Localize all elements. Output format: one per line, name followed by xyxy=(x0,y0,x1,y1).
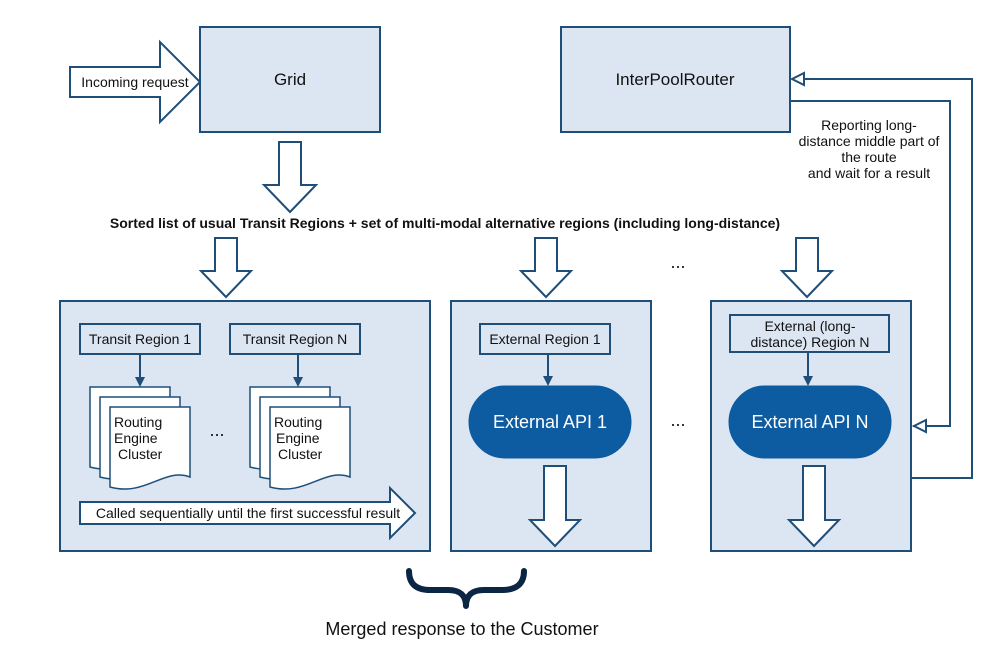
reporting-note-line-1: Reporting long- xyxy=(821,117,917,133)
incoming-request-label: Incoming request xyxy=(81,74,189,90)
router-to-external-api-n-arrowhead xyxy=(911,418,927,434)
external-group-to-router-arrowhead xyxy=(789,71,805,87)
transit-region-1-label: Transit Region 1 xyxy=(89,331,191,347)
external-region-1-label: External Region 1 xyxy=(489,331,601,347)
routing-engine-cluster-1-line-3: Cluster xyxy=(118,446,163,462)
external-region-n-line-2: distance) Region N xyxy=(750,334,869,350)
transit-region-n-box: Transit Region N xyxy=(229,323,361,355)
routing-engine-cluster-n-line-3: Cluster xyxy=(278,446,323,462)
external-api-1: External API 1 xyxy=(468,385,632,459)
merged-response-label: Merged response to the Customer xyxy=(325,619,598,639)
transit-region-1-box: Transit Region 1 xyxy=(79,323,201,355)
merge-brace xyxy=(406,568,527,609)
called-sequentially-arrow: Called sequentially until the first succ… xyxy=(79,485,417,541)
external-api-n-down-arrow xyxy=(786,465,842,548)
external-1-group-down-arrow xyxy=(518,237,574,299)
external-region-n-group: External (long- distance) Region N Exter… xyxy=(710,300,912,552)
reporting-note-line-3: the route xyxy=(841,149,896,165)
routing-engine-cluster-n-line-1: Routing xyxy=(274,414,322,430)
grid-label: Grid xyxy=(274,70,306,89)
external-region-1-group: External Region 1 External API 1 xyxy=(450,300,652,552)
external-group-to-router-connector xyxy=(792,78,973,479)
external-api-1-down-arrow xyxy=(527,465,583,548)
called-sequentially-label: Called sequentially until the first succ… xyxy=(96,505,400,521)
routing-engine-cluster-1: Routing Engine Cluster xyxy=(89,386,191,490)
sorted-list-caption: Sorted list of usual Transit Regions + s… xyxy=(110,215,780,231)
ellipsis-middle: ... xyxy=(670,410,685,430)
reporting-note-line-2: distance middle part of xyxy=(799,133,940,149)
external-n-group-down-arrow xyxy=(779,237,835,299)
ellipsis-top: ... xyxy=(670,252,685,272)
routing-engine-cluster-1-line-2: Engine xyxy=(114,430,158,446)
transit-region-n-label: Transit Region N xyxy=(243,331,348,347)
router-to-external-api-n-connector xyxy=(790,100,951,427)
interpool-router-label: InterPoolRouter xyxy=(615,70,734,89)
transit-group-down-arrow xyxy=(198,237,254,299)
grid-box: Grid xyxy=(199,26,381,133)
routing-engine-cluster-n-line-2: Engine xyxy=(276,430,320,446)
reporting-note: Reporting long- distance middle part of … xyxy=(799,117,940,181)
interpool-router-box: InterPoolRouter xyxy=(560,26,791,133)
incoming-request-arrow: Incoming request xyxy=(69,39,202,125)
external-api-n: External API N xyxy=(728,385,892,459)
external-api-1-label: External API 1 xyxy=(493,412,607,432)
external-region-1-box: External Region 1 xyxy=(479,323,611,355)
external-region-n-box: External (long- distance) Region N xyxy=(729,314,890,353)
routing-engine-cluster-1-line-1: Routing xyxy=(114,414,162,430)
routing-engine-cluster-n: Routing Engine Cluster xyxy=(249,386,351,490)
external-region-n-line-1: External (long- xyxy=(764,318,855,334)
external-api-n-label: External API N xyxy=(751,412,868,432)
transit-regions-group: Transit Region 1 Routing Engine Cluster … xyxy=(59,300,431,552)
grid-down-arrow xyxy=(261,141,319,214)
ellipsis-transit: ... xyxy=(209,420,224,440)
reporting-note-line-4: and wait for a result xyxy=(808,165,930,181)
